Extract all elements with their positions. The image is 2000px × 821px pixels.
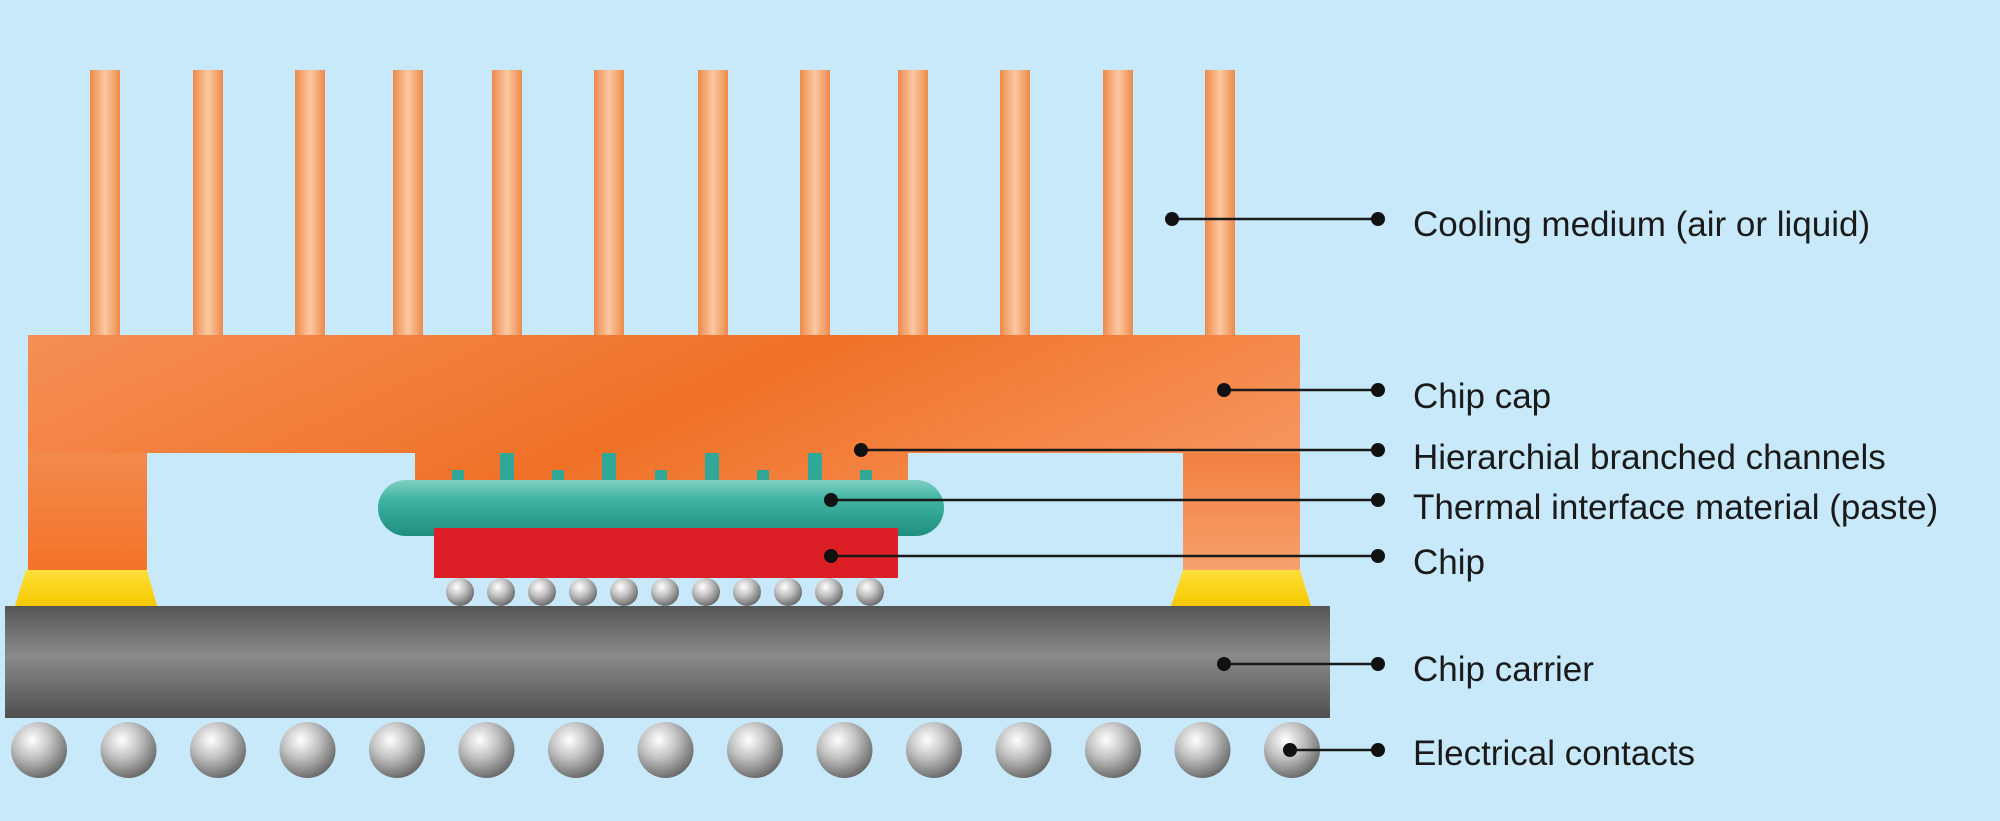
electrical-contact: [190, 722, 246, 778]
leader-dot: [1371, 657, 1385, 671]
cap-foot-left: [15, 570, 157, 606]
chip-cap: [28, 335, 1300, 570]
electrical-contact: [369, 722, 425, 778]
electrical-contact: [727, 722, 783, 778]
chip-bump: [651, 578, 679, 606]
leader-dot: [824, 549, 838, 563]
cooling-fin: [1000, 70, 1030, 340]
label-electrical-contacts: Electrical contacts: [1413, 734, 1696, 773]
label-chip-carrier: Chip carrier: [1413, 650, 1594, 689]
leader-dot: [1283, 743, 1297, 757]
leader-dot: [824, 493, 838, 507]
leader-dot: [1217, 657, 1231, 671]
electrical-contact: [816, 722, 873, 778]
electrical-contact: [995, 722, 1052, 778]
cap-foot-right: [1171, 570, 1311, 606]
electrical-contact: [548, 722, 604, 778]
chip-bump: [487, 578, 515, 606]
chip-bumps: [446, 578, 884, 606]
leader-dot: [1217, 383, 1231, 397]
chip-bump: [733, 578, 761, 606]
label-chip-cap: Chip cap: [1413, 377, 1552, 416]
cooling-fin: [1205, 70, 1235, 340]
cooling-fin: [393, 70, 423, 340]
chip-cap-right-leg: [1183, 453, 1300, 570]
electrical-contact: [100, 722, 157, 778]
label-branched-channels: Hierarchial branched channels: [1413, 438, 1886, 477]
leader-dot: [1371, 443, 1385, 457]
chip-bump: [815, 578, 843, 606]
cooling-fin: [90, 70, 120, 340]
cooling-fin: [898, 70, 928, 340]
chip-bump: [528, 578, 556, 606]
cooling-fin: [295, 70, 325, 340]
leader-dot: [1371, 383, 1385, 397]
cooling-fin: [594, 70, 624, 340]
electrical-contact: [11, 722, 67, 778]
chip-bump: [692, 578, 720, 606]
chip: [434, 528, 898, 578]
label-cooling-medium: Cooling medium (air or liquid): [1413, 205, 1871, 244]
electrical-contact: [906, 722, 962, 778]
electrical-contact: [458, 722, 515, 778]
cooling-fin: [492, 70, 522, 340]
electrical-contact: [1085, 722, 1141, 778]
label-thermal-interface: Thermal interface material (paste): [1413, 488, 1939, 527]
chip-cap-left-leg: [28, 453, 147, 570]
leader-lines: [824, 212, 1385, 757]
label-chip: Chip: [1413, 543, 1485, 582]
leader-dot: [854, 443, 868, 457]
leader-dot: [1165, 212, 1179, 226]
electrical-contact: [637, 722, 694, 778]
leader-dot: [1371, 493, 1385, 507]
cooling-fin: [698, 70, 728, 340]
leader-dot: [1371, 549, 1385, 563]
cooling-fin: [800, 70, 830, 340]
cooling-fins: [90, 70, 1235, 340]
chip-bump: [446, 578, 474, 606]
chip-bump: [856, 578, 884, 606]
leader-dot: [1371, 743, 1385, 757]
chip-carrier: [5, 606, 1330, 718]
chip-bump: [569, 578, 597, 606]
chip-bump: [610, 578, 638, 606]
cooling-fin: [1103, 70, 1133, 340]
thermal-interface-paste: [378, 480, 944, 536]
electrical-contact: [1174, 722, 1231, 778]
electrical-contact: [279, 722, 336, 778]
electrical-contacts: [11, 722, 1320, 778]
leader-dot: [1371, 212, 1385, 226]
chip-bump: [774, 578, 802, 606]
cooling-fin: [193, 70, 223, 340]
